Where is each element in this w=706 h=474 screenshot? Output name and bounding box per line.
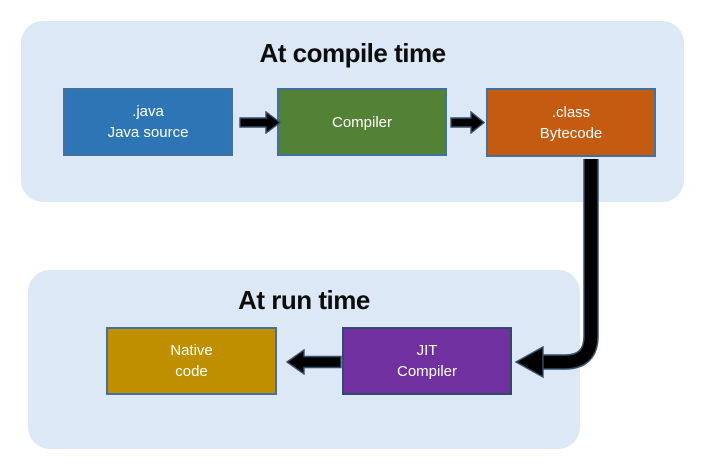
- native-code-box: Native code: [106, 327, 277, 395]
- compile-time-title: At compile time: [259, 38, 446, 68]
- box-label: Compiler: [331, 113, 392, 131]
- arrow-right-icon: [239, 111, 281, 134]
- box-label: code: [175, 363, 208, 380]
- box-label: Compiler: [396, 363, 457, 380]
- elbow-arrow-icon: [500, 155, 620, 385]
- jit-compiler-box: JIT Compiler: [342, 327, 512, 395]
- box-label: JIT: [416, 342, 438, 359]
- run-time-title: At run time: [238, 285, 370, 315]
- arrow-left-icon: [286, 349, 342, 375]
- box-label: .class: [551, 103, 591, 121]
- java-source-box: .java Java source: [63, 88, 233, 156]
- arrow-right-icon: [450, 111, 485, 134]
- box-label: Native: [170, 342, 213, 359]
- box-label: Bytecode: [539, 124, 603, 142]
- box-label: Java source: [107, 124, 189, 141]
- compiler-box: Compiler: [277, 88, 447, 156]
- bytecode-box: .class Bytecode: [486, 88, 656, 157]
- box-label: .java: [132, 103, 164, 120]
